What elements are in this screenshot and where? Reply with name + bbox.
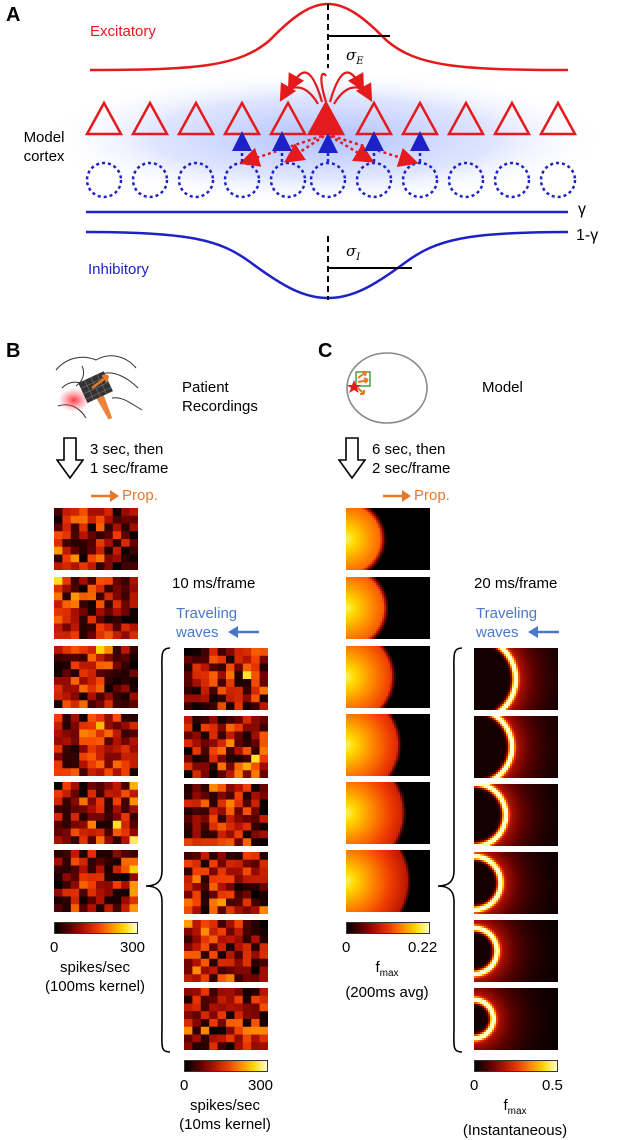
c-left-frame-3 <box>346 646 430 708</box>
c-right-frame-6 <box>474 988 558 1050</box>
c-left-frame-2 <box>346 577 430 639</box>
b-right-frame-5 <box>184 920 268 982</box>
c-left-cbar-min: 0 <box>342 939 351 956</box>
b-left-cbar-max: 300 <box>120 939 146 956</box>
panel-a-diagram <box>40 2 610 300</box>
b-right-frame-4 <box>184 852 268 914</box>
c-right-frame-2 <box>474 716 558 778</box>
c-right-frame-4 <box>474 852 558 914</box>
c-right-frame-5 <box>474 920 558 982</box>
b-right-cbar-min: 0 <box>180 1077 189 1094</box>
c-right-colorbar <box>474 1060 558 1072</box>
one-minus-gamma-label: 1-γ <box>576 227 599 244</box>
c-wave-arrow <box>528 626 559 638</box>
cortex-glow <box>40 70 610 205</box>
b-right-frame-1 <box>184 648 268 710</box>
b-left-frame-1 <box>54 508 138 570</box>
c-left-frame-1 <box>346 508 430 570</box>
panel-b-letter: B <box>6 340 21 362</box>
excitatory-label: Excitatory <box>90 23 156 40</box>
b-time-arrow <box>56 437 84 480</box>
c-prop-label: Prop. <box>414 487 450 504</box>
c-left-colorbar <box>346 922 430 934</box>
sigma-i-label: σI <box>346 242 361 263</box>
b-left-frame-4 <box>54 714 138 776</box>
b-left-colorbar <box>54 922 138 934</box>
inhibitory-neurons <box>85 161 577 199</box>
b-fast-rate: 10 ms/frame <box>172 575 256 592</box>
c-bracket <box>437 647 463 1053</box>
c-right-cbar-max: 0.5 <box>542 1077 563 1094</box>
b-left-cbar-unit: spikes/sec(100ms kernel) <box>44 959 146 995</box>
inhibitory-label: Inhibitory <box>88 261 149 278</box>
b-right-colorbar <box>184 1060 268 1072</box>
b-right-cbar-unit: spikes/sec(10ms kernel) <box>179 1097 271 1133</box>
b-prop-arrow <box>91 490 119 502</box>
c-left-frame-6 <box>346 850 430 912</box>
brain-sketch <box>55 355 143 420</box>
gamma-label: γ <box>578 201 586 218</box>
c-right-cbar-min: 0 <box>470 1077 479 1094</box>
sigma-e-label: σE <box>346 46 364 67</box>
c-right-frame-3 <box>474 784 558 846</box>
c-left-frame-4 <box>346 714 430 776</box>
panel-c-letter: C <box>318 340 333 362</box>
model-disc-sketch <box>346 352 428 424</box>
b-left-frame-6 <box>54 850 138 912</box>
c-fast-rate: 20 ms/frame <box>474 575 558 592</box>
panel-a-letter: A <box>6 4 21 26</box>
b-prop-label: Prop. <box>122 487 158 504</box>
c-left-cbar-unit: fmax(200ms avg) <box>345 959 429 1001</box>
b-wave-arrow <box>228 626 259 638</box>
c-left-cbar-max: 0.22 <box>408 939 438 956</box>
b-left-frame-2 <box>54 577 138 639</box>
b-right-frame-3 <box>184 784 268 846</box>
b-left-frame-3 <box>54 646 138 708</box>
c-prop-arrow <box>383 490 411 502</box>
c-right-cbar-unit: fmax(Instantaneous) <box>462 1097 568 1139</box>
c-time-arrow <box>338 437 366 480</box>
c-right-frame-1 <box>474 648 558 710</box>
b-right-cbar-max: 300 <box>248 1077 274 1094</box>
b-left-frame-5 <box>54 782 138 844</box>
b-right-frame-2 <box>184 716 268 778</box>
b-right-frame-6 <box>184 988 268 1050</box>
model-title: Model <box>482 379 523 396</box>
b-left-cbar-min: 0 <box>50 939 59 956</box>
b-bracket <box>145 647 171 1053</box>
c-left-frame-5 <box>346 782 430 844</box>
